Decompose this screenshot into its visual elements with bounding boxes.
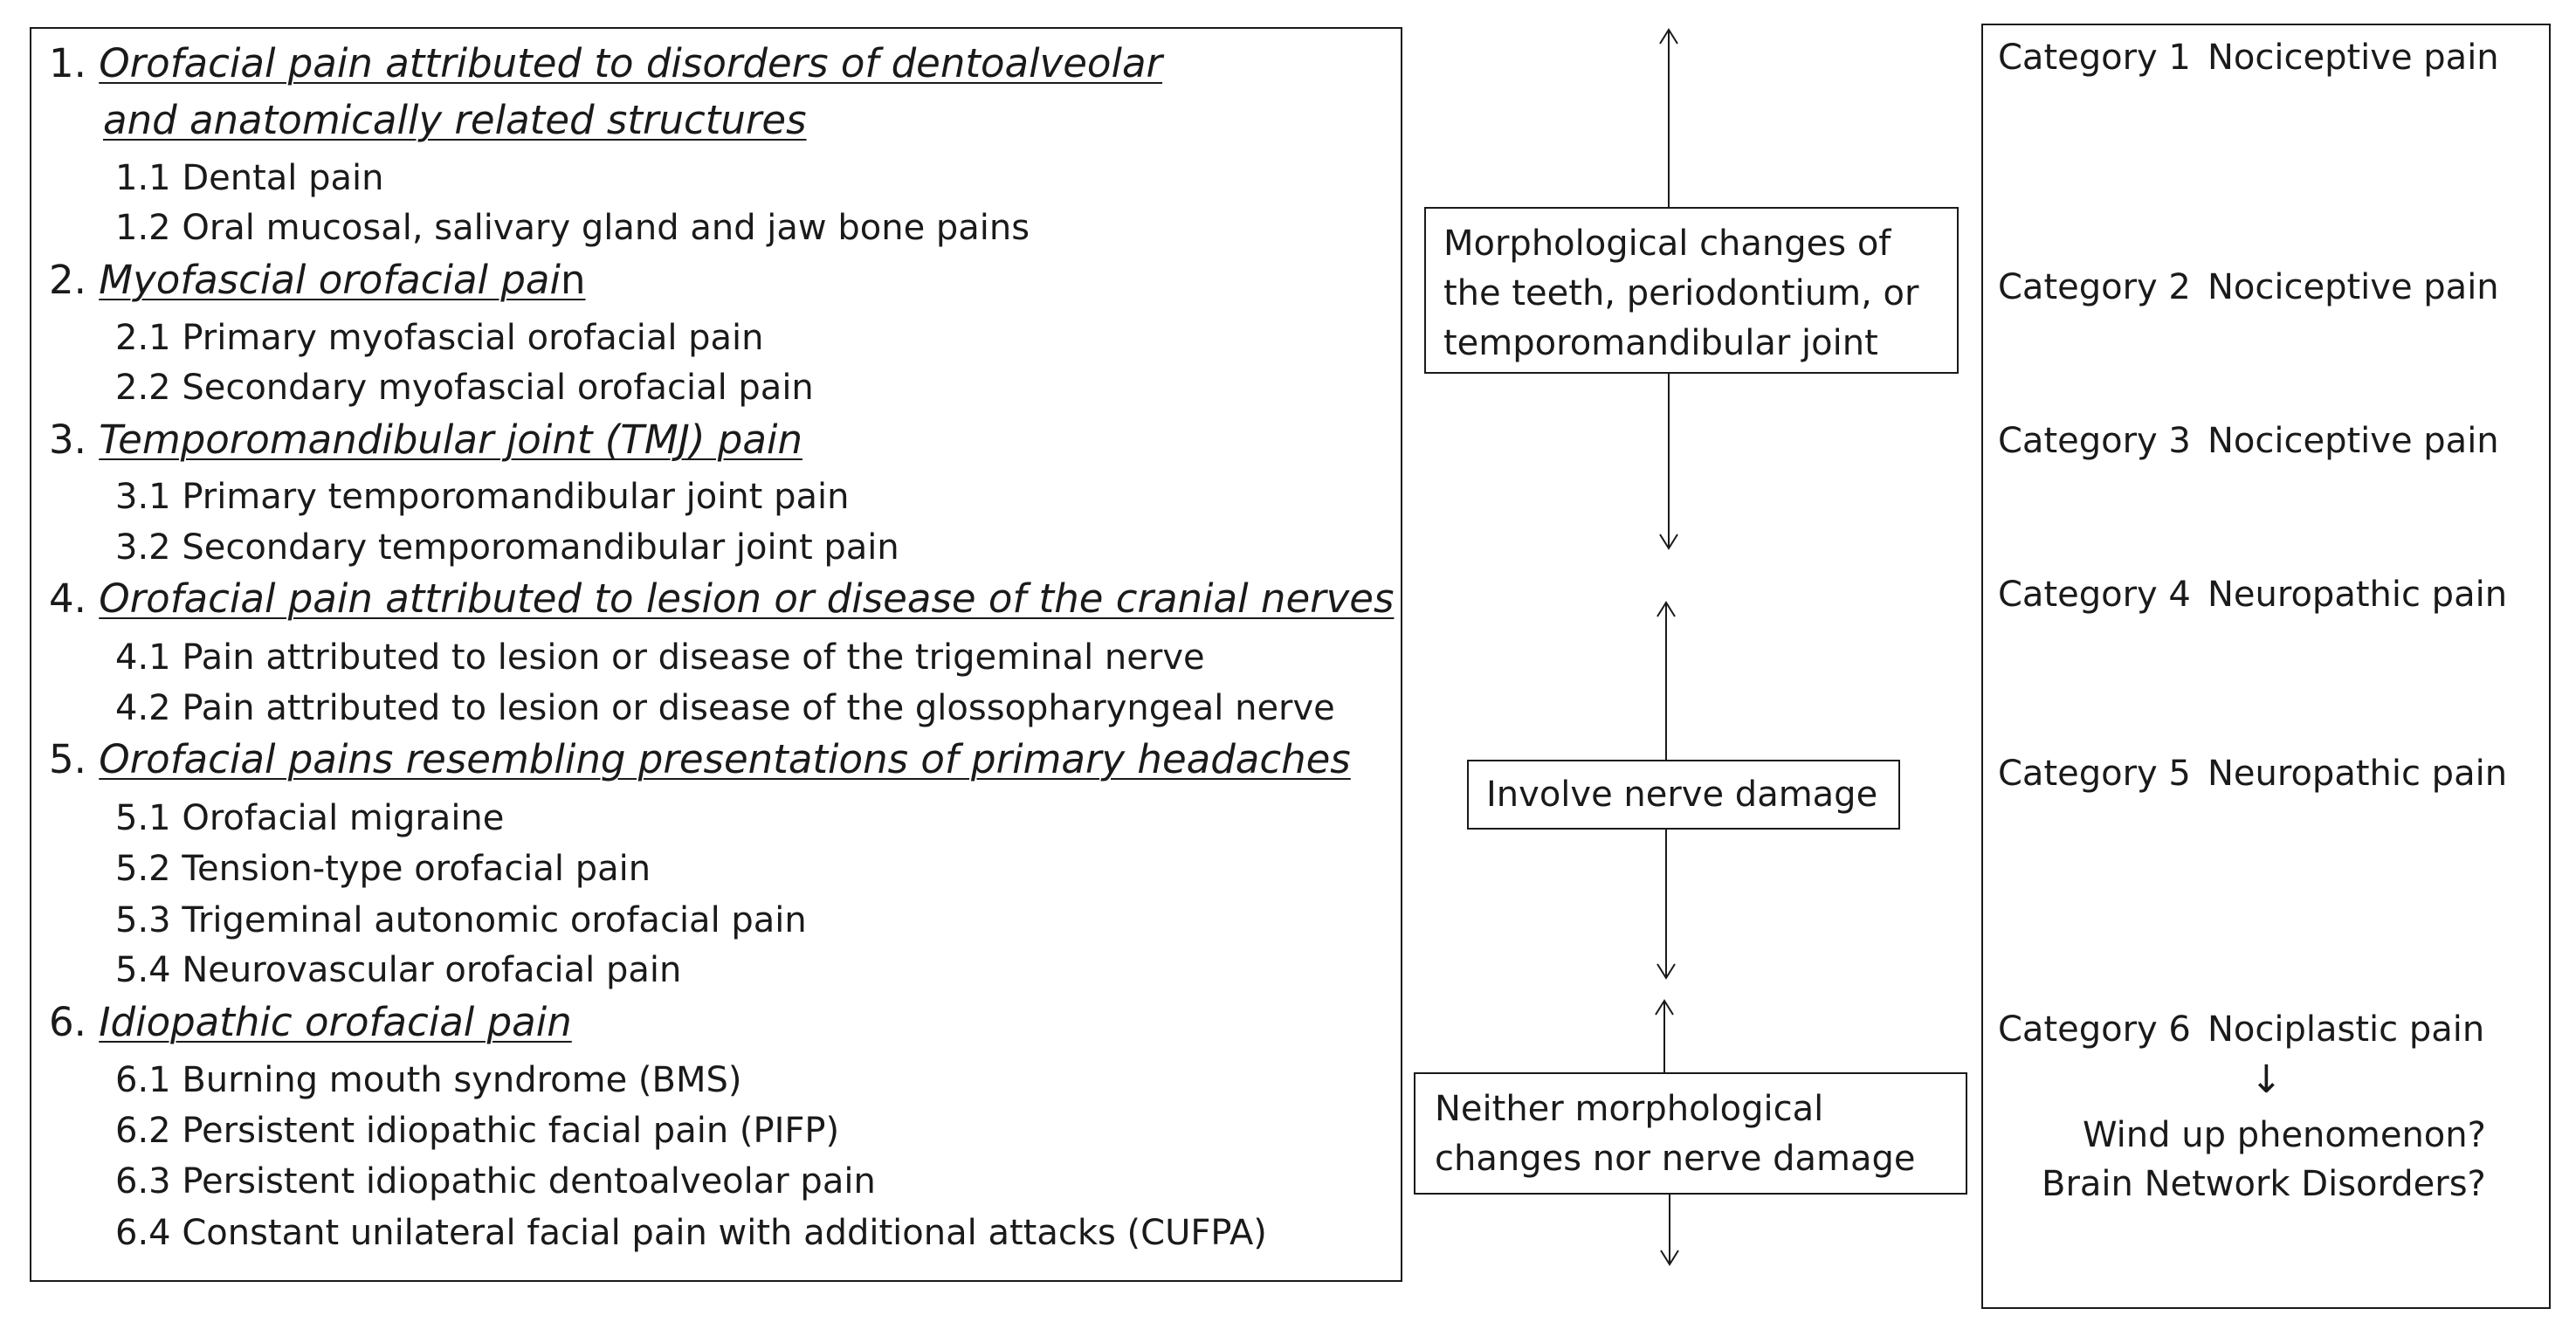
nerve-damage-text: Involve nerve damage [1486,775,1878,815]
category-4: Category 4 Neuropathic pain [1998,577,2507,612]
item-4-2: 4.2 Pain attributed to lesion or disease… [115,688,1335,728]
arrow-2-down-head [1656,963,1676,980]
group-2-title-tail: n [560,257,586,303]
category-5-label: Category 5 [1998,754,2191,794]
group-2-number: 2. [49,257,86,303]
group-5-heading: 5. Orofacial pains resembling presentati… [49,740,1351,779]
group-6-number: 6. [49,999,86,1045]
group-2-title-italic: Myofascial orofacial pai [99,257,561,303]
neither-text: Neither morphological changes nor nerve … [1435,1089,1916,1179]
category-5: Category 5 Neuropathic pain [1998,756,2507,791]
category-2-label: Category 2 [1998,267,2191,307]
category-1: Category 1 Nociceptive pain [1998,40,2499,75]
morphological-box: Morphological changes of the teeth, peri… [1424,207,1959,374]
category-3: Category 3 Nociceptive pain [1998,424,2499,458]
group-4-heading: 4. Orofacial pain attributed to lesion o… [49,579,1394,618]
category-6-type: Nociplastic pain [2208,1009,2485,1050]
hypothesis-brain-network: Brain Network Disorders? [2042,1164,2486,1204]
category-2-type: Nociceptive pain [2208,267,2499,307]
category-6-arrow: ↓ [2250,1057,2283,1102]
category-6: Category 6 Nociplastic pain [1998,1012,2484,1047]
categories-box [1981,24,2551,1309]
group-1-heading-cont: and anatomically related structures [103,100,807,140]
group-1-heading: 1. Orofacial pain attributed to disorder… [49,44,1162,83]
category-3-type: Nociceptive pain [2208,421,2499,461]
hypothesis-wind-up: Wind up phenomenon? [2083,1115,2486,1155]
group-3-number: 3. [49,417,86,463]
item-6-3: 6.3 Persistent idiopathic dentoalveolar … [115,1161,876,1202]
item-1-2: 1.2 Oral mucosal, salivary gland and jaw… [115,208,1030,248]
arrow-3-up-head [1655,999,1674,1016]
morphological-text: Morphological changes of the teeth, peri… [1443,224,1919,363]
group-1-number: 1. [49,40,86,86]
group-5-title: Orofacial pains resembling presentations… [99,736,1351,782]
item-6-1: 6.1 Burning mouth syndrome (BMS) [115,1060,742,1100]
group-3-heading: 3. Temporomandibular joint (TMJ) pain [49,420,802,459]
category-4-type: Neuropathic pain [2208,575,2508,615]
arrow-1-up-head [1659,28,1678,45]
item-2-1: 2.1 Primary myofascial orofacial pain [115,318,764,358]
category-4-label: Category 4 [1998,575,2191,615]
group-6-heading: 6. Idiopathic orofacial pain [49,1002,572,1042]
item-5-3: 5.3 Trigeminal autonomic orofacial pain [115,900,807,940]
category-2: Category 2 Nociceptive pain [1998,270,2499,305]
category-1-type: Nociceptive pain [2208,38,2499,78]
category-1-label: Category 1 [1998,38,2191,78]
group-5-number: 5. [49,736,86,782]
item-5-4: 5.4 Neurovascular orofacial pain [115,950,682,990]
group-1-title-line2: and anatomically related structures [103,97,807,143]
category-5-type: Neuropathic pain [2208,754,2508,794]
item-6-2: 6.2 Persistent idiopathic facial pain (P… [115,1111,840,1151]
arrow-1-down-head [1659,534,1678,550]
group-2-heading: 2. Myofascial orofacial pain [49,260,586,300]
item-3-1: 3.1 Primary temporomandibular joint pain [115,477,850,517]
item-1-1: 1.1 Dental pain [115,158,384,198]
group-4-title: Orofacial pain attributed to lesion or d… [99,575,1395,622]
group-4-number: 4. [49,575,86,622]
item-3-2: 3.2 Secondary temporomandibular joint pa… [115,527,899,568]
nerve-damage-box: Involve nerve damage [1467,760,1900,830]
group-2-title: Myofascial orofacial pain [99,257,585,303]
group-1-title: Orofacial pain attributed to disorders o… [99,40,1163,86]
neither-box: Neither morphological changes nor nerve … [1414,1072,1967,1195]
category-6-label: Category 6 [1998,1009,2191,1050]
item-4-1: 4.1 Pain attributed to lesion or disease… [115,637,1205,678]
group-6-title: Idiopathic orofacial pain [99,999,572,1045]
item-2-2: 2.2 Secondary myofascial orofacial pain [115,368,814,408]
arrow-2-up-head [1656,601,1676,617]
arrow-3-down-head [1660,1250,1679,1266]
classification-box [30,27,1402,1282]
item-6-4: 6.4 Constant unilateral facial pain with… [115,1213,1267,1253]
category-3-label: Category 3 [1998,421,2191,461]
item-5-1: 5.1 Orofacial migraine [115,798,505,838]
group-3-title: Temporomandibular joint (TMJ) pain [99,417,802,463]
item-5-2: 5.2 Tension-type orofacial pain [115,849,651,889]
